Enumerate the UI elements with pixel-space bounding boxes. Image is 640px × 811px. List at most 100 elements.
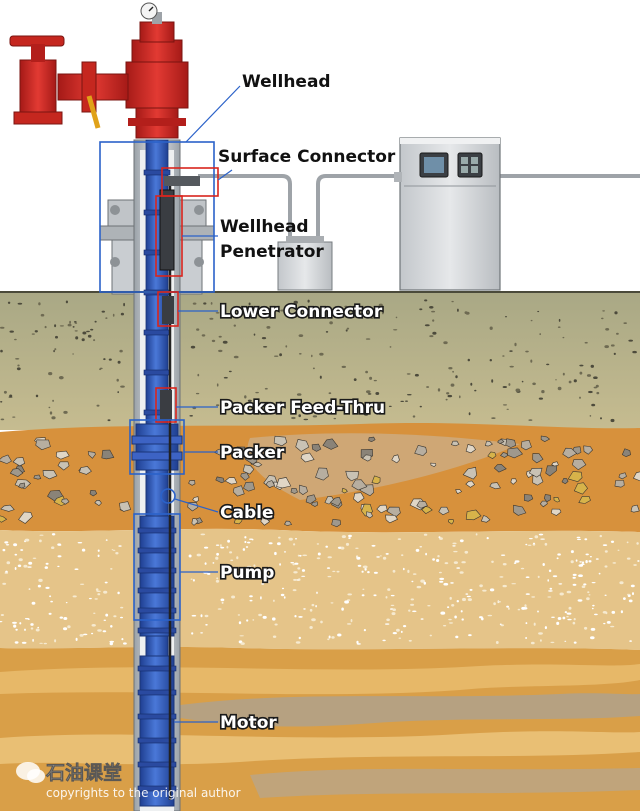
sand-grain bbox=[385, 596, 388, 599]
sand-grain bbox=[604, 550, 608, 553]
pebble bbox=[295, 439, 310, 452]
sand-grain bbox=[18, 558, 23, 562]
pebble bbox=[42, 470, 58, 480]
pebble bbox=[520, 439, 532, 451]
pebble bbox=[214, 448, 223, 456]
sand-grain bbox=[585, 560, 588, 564]
sand-grain bbox=[552, 575, 558, 578]
sand-grain bbox=[72, 595, 77, 598]
sand-grain bbox=[497, 601, 502, 603]
soil-speck bbox=[452, 370, 454, 373]
sand-grain bbox=[103, 590, 108, 594]
pebble bbox=[55, 450, 70, 460]
equipment-ring bbox=[137, 527, 177, 534]
pebble bbox=[192, 496, 199, 503]
pebble bbox=[416, 500, 428, 509]
soil-speck bbox=[103, 358, 106, 361]
sand-grain bbox=[280, 593, 285, 597]
sand-grain bbox=[436, 559, 440, 562]
sand-grain bbox=[636, 542, 639, 545]
sand-grain bbox=[272, 617, 276, 621]
pebble bbox=[353, 492, 365, 503]
sand-grain bbox=[537, 610, 539, 613]
sand-grain bbox=[302, 554, 308, 557]
soil-speck bbox=[588, 390, 593, 394]
sand-grain bbox=[230, 559, 234, 562]
pebble bbox=[273, 435, 288, 447]
soil-speck bbox=[117, 360, 121, 364]
soil-speck bbox=[407, 394, 412, 396]
sand-grain bbox=[292, 563, 295, 566]
soil-speck bbox=[211, 339, 216, 343]
sand-grain bbox=[443, 625, 447, 627]
lower-connector-body bbox=[162, 296, 174, 324]
pebble bbox=[243, 481, 255, 492]
sand-grain bbox=[573, 641, 577, 644]
soil-speck bbox=[388, 405, 392, 407]
pebble bbox=[322, 438, 339, 450]
soil-speck bbox=[233, 355, 239, 359]
soil-speck bbox=[491, 417, 496, 419]
sand-grain bbox=[277, 542, 281, 546]
soil-speck bbox=[12, 416, 16, 418]
labels: Wellhead Surface Connector Wellhead Pene… bbox=[218, 72, 396, 735]
sand-grain bbox=[355, 547, 359, 549]
soil-speck bbox=[215, 312, 220, 314]
sand-grain bbox=[109, 640, 114, 643]
sand-grain bbox=[602, 544, 608, 546]
pebble bbox=[630, 504, 640, 513]
sand-grain bbox=[549, 587, 553, 590]
equipment-ring bbox=[143, 369, 171, 376]
sand-grain bbox=[559, 592, 564, 596]
sand-grain bbox=[330, 602, 334, 604]
sand-grain bbox=[444, 562, 449, 565]
sand-grain bbox=[346, 623, 352, 625]
pebble bbox=[421, 506, 433, 514]
sand-grain bbox=[57, 555, 62, 558]
sand-grain bbox=[238, 621, 242, 625]
sand-grain bbox=[456, 600, 459, 603]
soil-speck bbox=[298, 334, 304, 337]
sand-grain bbox=[120, 606, 124, 609]
sand-grain bbox=[346, 599, 351, 601]
sand-grain bbox=[583, 583, 587, 586]
sand-grain bbox=[39, 642, 43, 644]
soil-speck bbox=[35, 394, 39, 398]
sand-grain bbox=[628, 599, 633, 603]
sand-grain bbox=[612, 562, 617, 564]
soil-speck bbox=[528, 419, 533, 421]
sand-grain bbox=[566, 612, 572, 615]
sand-grain bbox=[54, 639, 57, 643]
soil-speck bbox=[591, 403, 596, 407]
pump-callout-box bbox=[133, 513, 181, 621]
soil-speck bbox=[431, 310, 436, 313]
sand-grain bbox=[391, 612, 396, 616]
soil-speck bbox=[412, 415, 416, 418]
soil-speck bbox=[604, 345, 609, 349]
soil-speck bbox=[343, 409, 348, 412]
sand-grain bbox=[410, 603, 415, 606]
soil-speck bbox=[65, 300, 68, 304]
sand-grain bbox=[382, 556, 387, 560]
sand-grain bbox=[5, 544, 10, 546]
sand-grain bbox=[45, 586, 50, 590]
pebble bbox=[365, 511, 374, 519]
sand-grain bbox=[19, 622, 22, 625]
sand-grain bbox=[31, 601, 36, 605]
sand-grain bbox=[520, 567, 525, 570]
sand-grain bbox=[456, 567, 461, 569]
sand-grain bbox=[591, 607, 594, 610]
sand-grain bbox=[242, 548, 246, 551]
sand-grain bbox=[548, 590, 553, 592]
sand-grain bbox=[293, 543, 296, 546]
pebble bbox=[341, 487, 348, 494]
soil-speck bbox=[263, 346, 268, 348]
sand-grain bbox=[216, 552, 220, 556]
sand-grain bbox=[564, 611, 568, 614]
equipment-ring bbox=[137, 665, 177, 672]
sand-grain bbox=[348, 534, 352, 538]
packer-feed-thru-body bbox=[160, 390, 172, 420]
label-packer-feed-thru: Packer Feed-Thru bbox=[220, 398, 385, 418]
soil-speck bbox=[445, 398, 448, 401]
sand-grain bbox=[564, 640, 567, 642]
